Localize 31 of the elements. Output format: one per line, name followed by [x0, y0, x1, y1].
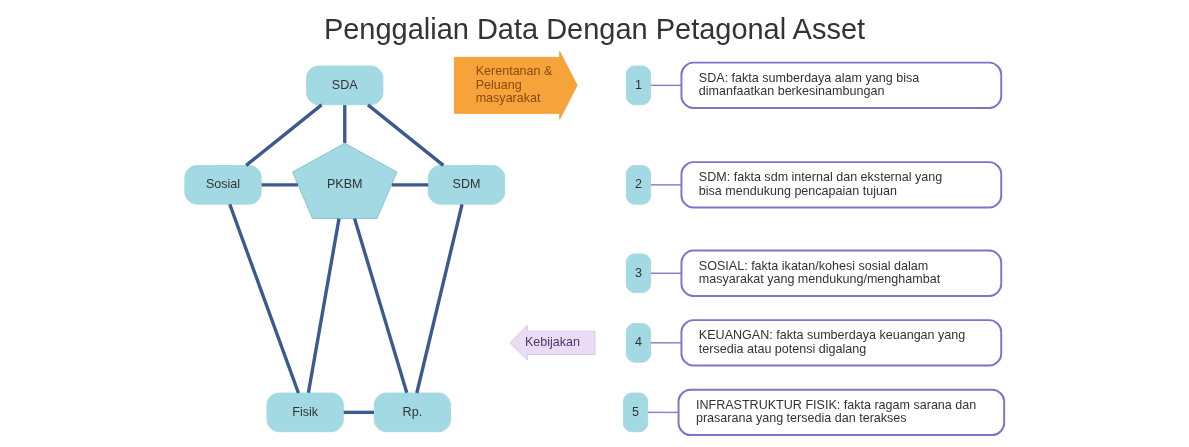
- node-box: SDM: [427, 165, 506, 205]
- connector: [647, 411, 679, 414]
- connector: [650, 342, 682, 344]
- node-box: KEUANGAN: fakta sumberdaya keuangan yang tersedia atau potensi digalang: [680, 319, 1003, 367]
- node-box: Fisik: [266, 392, 344, 433]
- node-box: 3: [625, 253, 652, 294]
- connector: [415, 203, 464, 394]
- node-box: Sosial: [184, 165, 262, 205]
- node-box: 2: [625, 165, 652, 205]
- node-box: 1: [625, 65, 652, 106]
- node-box: SDA: fakta sumberdaya alam yang bisa dimanfaatkan berkesinambungan: [680, 61, 1003, 109]
- node-box: Rp.: [373, 392, 452, 433]
- node-box: SDA: [306, 65, 384, 106]
- connector: [650, 272, 682, 274]
- connector: [228, 203, 301, 394]
- node-box: 4: [625, 323, 652, 363]
- connector: [245, 103, 323, 167]
- connector: [343, 105, 347, 143]
- connector: [261, 183, 298, 187]
- node-box: INFRASTRUKTUR FISIK: fakta ragam sarana dan prasarana yang tersedia dan terakses: [677, 388, 1006, 437]
- node-box: SOSIAL: fakta ikatan/kohesi sosial dalam masyarakat yang mendukung/menghambat: [680, 249, 1003, 297]
- connector: [306, 218, 341, 394]
- connector: [650, 184, 682, 186]
- node-box: 5: [623, 392, 649, 433]
- connector: [650, 84, 682, 87]
- connector: [391, 183, 429, 187]
- node-box: SDM: fakta sdm internal dan eksternal yang bisa mendukung pencapaian tujuan: [680, 161, 1003, 209]
- diagram-title: Penggalian Data Dengan Petagonal Asset: [323, 12, 866, 45]
- connector: [343, 410, 374, 415]
- connector: [352, 218, 409, 394]
- connector: [366, 103, 445, 167]
